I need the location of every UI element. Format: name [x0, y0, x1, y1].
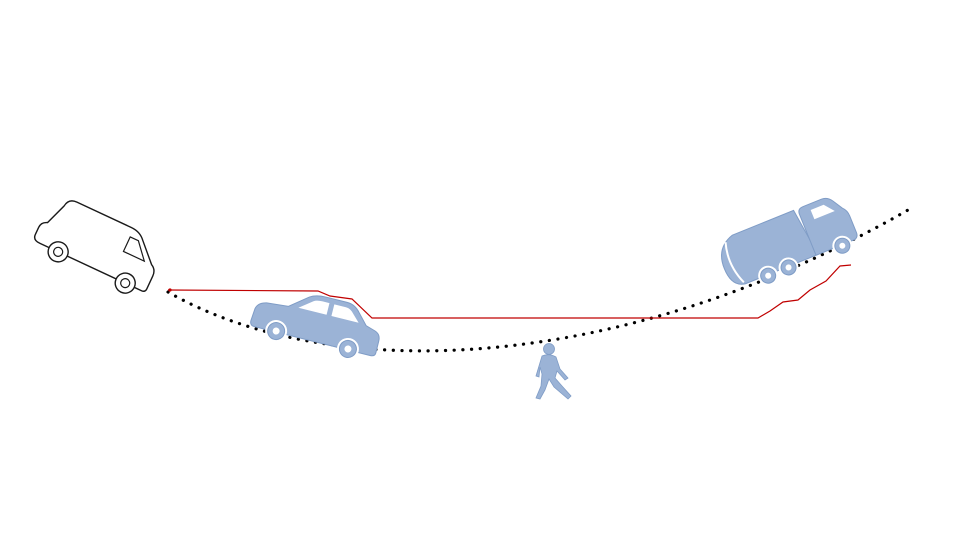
trajectory-start-point	[168, 288, 172, 292]
garbage-truck-icon	[721, 197, 858, 286]
trajectory-line	[167, 264, 852, 319]
car-icon	[250, 295, 380, 360]
pedestrian-icon	[535, 343, 572, 400]
van-icon	[33, 200, 155, 294]
